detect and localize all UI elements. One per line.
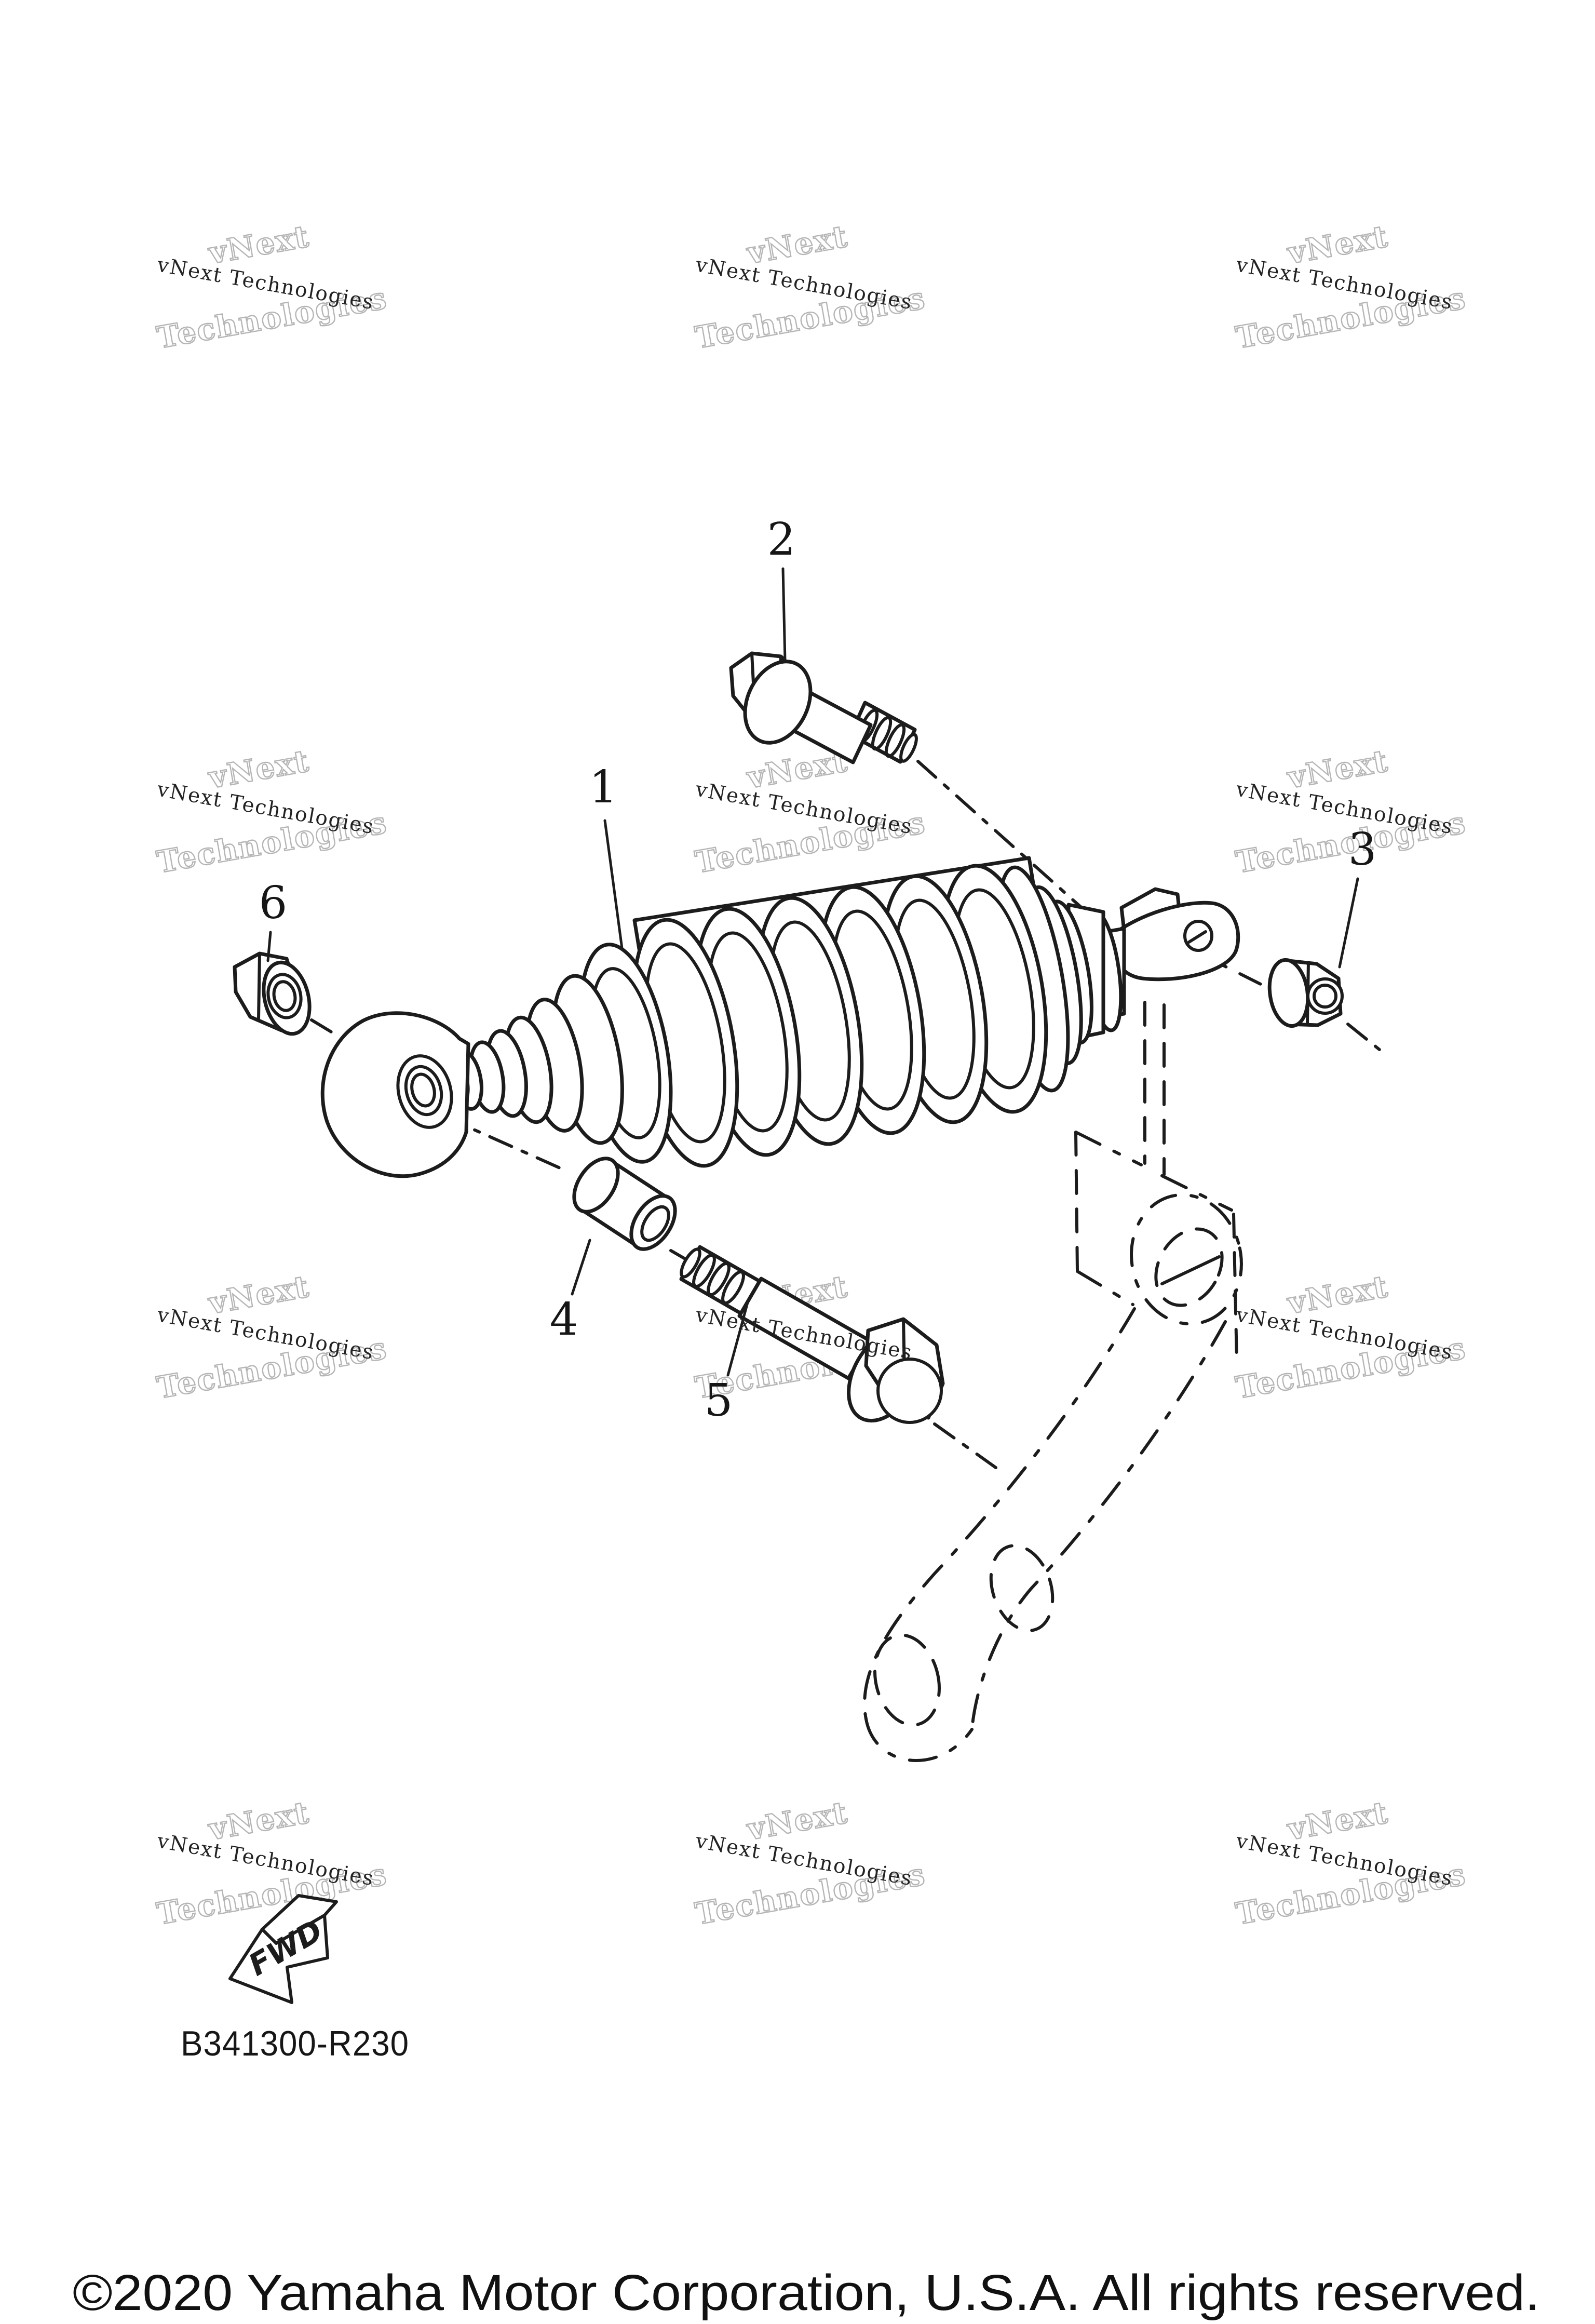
- relay-arm-eye-hole: [1154, 1227, 1224, 1307]
- bracket-top-left-edge: [1074, 1131, 1143, 1166]
- watermark-outline-line1: vNext: [1284, 219, 1391, 271]
- axis-line-upper: [916, 760, 1096, 921]
- fwd-arrow-face: [228, 1914, 329, 2004]
- relay-arm-end-cap: [864, 1717, 974, 1762]
- callout-1: 1: [589, 761, 618, 813]
- clevis-hole: [1183, 920, 1213, 952]
- clevis-hole-detail: [1187, 930, 1207, 944]
- nut3-hole-thread: [1313, 984, 1337, 1009]
- bracket-right-edge: [1232, 1213, 1238, 1363]
- eye-bushing-hole: [410, 1072, 436, 1108]
- watermark-outline-line1: vNext: [744, 1795, 850, 1847]
- bolt5-thread-band: [692, 1253, 716, 1288]
- bolt2-tip: [899, 733, 918, 763]
- clevis-main-tab: [1113, 901, 1240, 982]
- axis-line-after-bolt5: [933, 1422, 997, 1469]
- copyright-line: ©2020 Yamaha Motor Corporation, U.S.A. A…: [73, 2264, 1540, 2321]
- callout-leader-4: [571, 1239, 591, 1296]
- relay-arm-ghost: [863, 1193, 1243, 1762]
- lower-flange-bolt: [679, 1245, 945, 1424]
- bracket-left-edge: [1074, 1131, 1079, 1273]
- callout-leader-2: [781, 567, 787, 662]
- callout-leader-3: [1338, 877, 1359, 969]
- nut3-flange: [1267, 958, 1310, 1028]
- relay-arm-right-edge: [970, 1320, 1227, 1731]
- callout-leader-5: [726, 1301, 749, 1377]
- watermark-outline-line1: vNext: [205, 743, 312, 796]
- watermark-outline-line1: vNext: [1284, 1795, 1391, 1847]
- frame-bracket-ghost: [1074, 1131, 1238, 1363]
- lower-flange-nut: [233, 951, 312, 1036]
- bolt2-flange-washer: [743, 660, 813, 745]
- watermark-outline-line1: vNext: [205, 1269, 312, 1321]
- shock-absorber-assembly: [320, 856, 1240, 1178]
- eye-lobe: [320, 1011, 470, 1178]
- bracket-bottom-edge: [1076, 1270, 1134, 1306]
- collar-bore: [640, 1205, 670, 1242]
- relay-arm-upper-hole: [989, 1544, 1055, 1632]
- nut6-hole-thread: [272, 980, 297, 1012]
- bolt5-thread-band: [707, 1261, 731, 1297]
- bolt2-thread-band: [884, 723, 906, 758]
- bolt2-thread-band: [871, 716, 893, 751]
- watermark-outline-line1: vNext: [205, 219, 312, 271]
- shock-eye-mount: [320, 1011, 470, 1178]
- coil-spring: [631, 864, 1048, 1168]
- watermark-outline-line1: vNext: [205, 1795, 312, 1847]
- callout-5: 5: [705, 1375, 733, 1427]
- callout-3: 3: [1348, 824, 1377, 876]
- watermark-outline-line1: vNext: [1284, 743, 1391, 796]
- collar-closed-end: [572, 1157, 620, 1214]
- bolt5-thread-band: [721, 1270, 745, 1305]
- callout-leader-6: [266, 931, 272, 962]
- preload-adjuster-cone: [442, 943, 673, 1164]
- callout-4: 4: [550, 1294, 578, 1346]
- relay-arm-eye-outer: [1130, 1193, 1243, 1326]
- nut6-hex-facet: [257, 952, 261, 1020]
- relay-arm-left-edge: [863, 1307, 1136, 1721]
- upper-flange-nut: [1267, 958, 1344, 1028]
- callout-leader-1: [603, 819, 624, 950]
- axis-line-after-nut: [1346, 1023, 1387, 1056]
- callout-2: 2: [767, 514, 796, 566]
- relay-arm-lower-hole: [873, 1633, 941, 1727]
- bolt5-tip: [680, 1247, 701, 1279]
- callouts: 1 2 3 4 5 6: [259, 514, 1377, 1427]
- collar-spacer: [572, 1157, 677, 1251]
- bracket-top-right-edge: [1160, 1174, 1233, 1212]
- bolt5-head-face: [876, 1358, 943, 1424]
- drawing-code: B341300-R230: [181, 2024, 409, 2063]
- upper-flange-bolt: [729, 651, 918, 764]
- relay-arm-eye-centerline: [1160, 1255, 1221, 1285]
- watermark-outline-line1: vNext: [744, 219, 850, 271]
- watermark-outline-line1: vNext: [1284, 1269, 1391, 1321]
- callout-6: 6: [259, 877, 288, 929]
